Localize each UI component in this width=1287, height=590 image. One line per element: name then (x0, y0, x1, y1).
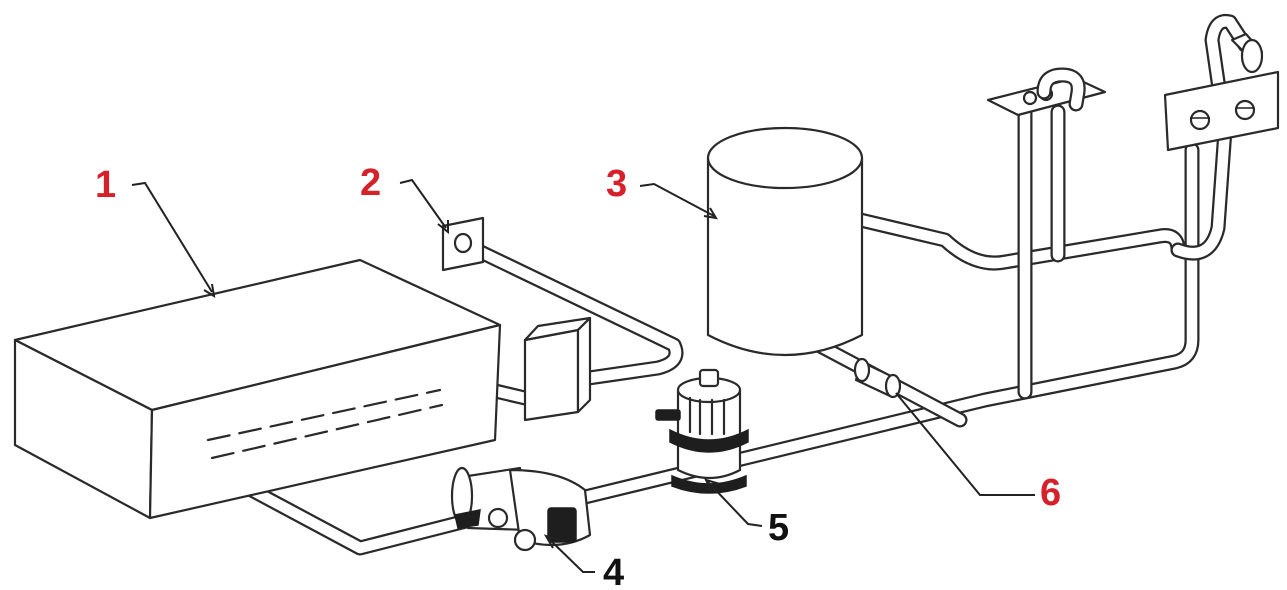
shower-control-panel (1163, 32, 1280, 152)
part-labels: 1 2 3 4 5 6 (95, 162, 1061, 590)
label-3: 3 (606, 163, 627, 205)
label-4: 4 (603, 552, 624, 590)
label-6: 6 (1040, 472, 1061, 514)
check-valve (853, 357, 902, 399)
label-1: 1 (95, 164, 116, 206)
inline-strainer (655, 368, 749, 494)
label-2: 2 (360, 162, 381, 204)
fresh-water-tank (13, 258, 502, 520)
label-5: 5 (768, 507, 789, 549)
inlet-wall-plate (441, 216, 485, 272)
water-heater (706, 126, 864, 356)
water-pump (450, 466, 592, 552)
leader-lines (131, 178, 1035, 573)
sink-faucet (986, 67, 1107, 117)
junction-box (523, 316, 592, 422)
